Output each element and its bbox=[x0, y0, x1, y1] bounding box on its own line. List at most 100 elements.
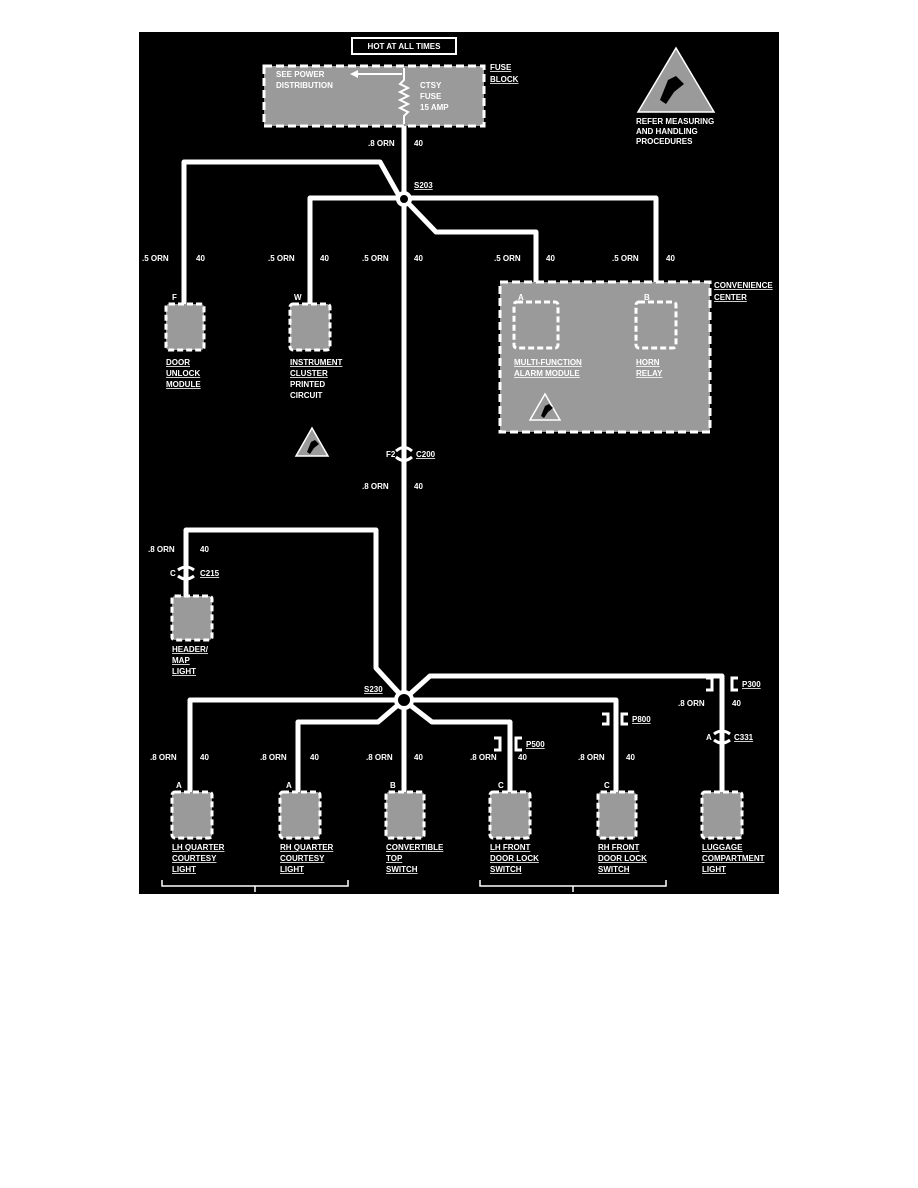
header-map-light bbox=[170, 594, 214, 642]
wire-circuit-header: 40 bbox=[200, 545, 209, 554]
horn-label-1: HORN bbox=[636, 358, 660, 367]
wire-circuit-lh-quarter: 40 bbox=[200, 753, 209, 762]
connector-c331-label: C331 bbox=[734, 733, 754, 742]
multi-function-alarm-module bbox=[512, 300, 560, 350]
splice-s230 bbox=[394, 690, 414, 710]
see-power-label: SEE POWER bbox=[276, 70, 325, 79]
wire-gauge-main-top: .8 ORN bbox=[368, 139, 395, 148]
luggage-label-3: LIGHT bbox=[702, 865, 726, 874]
convertible-label-3: SWITCH bbox=[386, 865, 418, 874]
connector-c331-upper bbox=[713, 729, 731, 736]
wire-circuit-main-lower: 40 bbox=[414, 482, 423, 491]
convertible-label-2: TOP bbox=[386, 854, 403, 863]
wire-gauge-main-mid: .5 ORN bbox=[362, 254, 389, 263]
connector-p800-left bbox=[602, 712, 610, 726]
splice-s203 bbox=[396, 191, 412, 207]
connector-c331-pin: A bbox=[706, 733, 712, 742]
rh-front-door-lock-switch bbox=[596, 790, 638, 840]
splice-s203-label: S203 bbox=[414, 181, 433, 190]
wire-gauge-main-lower: .8 ORN bbox=[362, 482, 389, 491]
wire-circuit-main-mid: 40 bbox=[414, 254, 423, 263]
wire-horn-relay bbox=[408, 195, 659, 303]
wire-gauge-rh-quarter: .8 ORN bbox=[260, 753, 287, 762]
convertible-top-switch bbox=[384, 790, 426, 840]
connector-p300-label: P300 bbox=[742, 680, 761, 689]
hot-at-all-times-box bbox=[351, 37, 457, 55]
wire-gauge-lh-front: .8 ORN bbox=[470, 753, 497, 762]
connector-c200-lower bbox=[395, 455, 413, 462]
wire-gauge-mfa: .5 ORN bbox=[494, 254, 521, 263]
wire-circuit-convertible: 40 bbox=[414, 753, 423, 762]
esd-hand-symbol bbox=[660, 76, 684, 104]
rh-front-label-2: DOOR LOCK bbox=[598, 854, 647, 863]
luggage-compartment-light bbox=[700, 790, 744, 840]
splice-s230-label: S230 bbox=[364, 685, 383, 694]
esd-note-line1: REFER MEASURING bbox=[636, 117, 714, 126]
instrument-label-3: PRINTED bbox=[290, 380, 325, 389]
rh-quarter-label-3: LIGHT bbox=[280, 865, 304, 874]
door-unlock-label-2: UNLOCK bbox=[166, 369, 200, 378]
header-light-label-2: MAP bbox=[172, 656, 190, 665]
door-unlock-label-1: DOOR bbox=[166, 358, 190, 367]
lh-quarter-label-3: LIGHT bbox=[172, 865, 196, 874]
header-light-label-1: HEADER/ bbox=[172, 645, 209, 654]
wire-gauge-rh-front: .8 ORN bbox=[578, 753, 605, 762]
bracket-door-lock-switches bbox=[479, 880, 667, 892]
lh-quarter-courtesy-light bbox=[170, 790, 214, 840]
fuse-symbol bbox=[397, 68, 411, 124]
connector-c200-label: C200 bbox=[416, 450, 436, 459]
convenience-center-title: CONVENIENCE bbox=[714, 281, 773, 290]
pin-rh-front: C bbox=[604, 781, 610, 790]
connector-c215-lower bbox=[177, 574, 195, 581]
distribution-label: DISTRIBUTION bbox=[276, 81, 333, 90]
pin-instrument: W bbox=[294, 293, 302, 302]
wire-lh-quarter bbox=[187, 697, 400, 795]
wire-circuit-lh-front: 40 bbox=[518, 753, 527, 762]
rh-quarter-label-1: RH QUARTER bbox=[280, 843, 334, 852]
lh-quarter-label-2: COURTESY bbox=[172, 854, 217, 863]
esd-hand-symbol-cluster bbox=[307, 440, 319, 454]
pin-lh-quarter: A bbox=[176, 781, 182, 790]
fuse-block-box bbox=[262, 64, 486, 128]
power-distribution-arrowhead bbox=[350, 70, 358, 78]
wire-luggage bbox=[406, 673, 725, 795]
wire-rh-quarter bbox=[295, 701, 402, 795]
header-light-label-3: LIGHT bbox=[172, 667, 196, 676]
wire-gauge-lh-quarter: .8 ORN bbox=[150, 753, 177, 762]
esd-hand-symbol-convenience bbox=[541, 404, 553, 418]
pin-convertible: B bbox=[390, 781, 396, 790]
mfa-label-2: ALARM MODULE bbox=[514, 369, 580, 378]
wire-instrument-cluster bbox=[307, 195, 400, 305]
horn-label-2: RELAY bbox=[636, 369, 663, 378]
pin-rh-quarter: A bbox=[286, 781, 292, 790]
connector-p300-left bbox=[706, 676, 714, 692]
wire-door-unlock bbox=[181, 159, 402, 305]
lh-front-label-2: DOOR LOCK bbox=[490, 854, 539, 863]
wire-multi-function-alarm bbox=[405, 200, 539, 303]
door-unlock-label-3: MODULE bbox=[166, 380, 201, 389]
wire-circuit-main-top: 40 bbox=[414, 139, 423, 148]
wire-circuit-luggage: 40 bbox=[732, 699, 741, 708]
mfa-label-1: MULTI-FUNCTION bbox=[514, 358, 582, 367]
door-unlock-module bbox=[164, 302, 206, 352]
lh-front-door-lock-switch bbox=[488, 790, 532, 840]
connector-p500-left bbox=[494, 736, 502, 752]
lh-front-label-3: SWITCH bbox=[490, 865, 522, 874]
lh-quarter-label-1: LH QUARTER bbox=[172, 843, 225, 852]
connector-c200-pin: F2 bbox=[386, 450, 396, 459]
luggage-label-2: COMPARTMENT bbox=[702, 854, 765, 863]
pin-lh-front: C bbox=[498, 781, 504, 790]
wire-circuit-instrument: 40 bbox=[320, 254, 329, 263]
rh-quarter-courtesy-light bbox=[278, 790, 322, 840]
esd-note-line2: AND HANDLING bbox=[636, 127, 698, 136]
pin-mfa: A bbox=[518, 293, 524, 302]
convenience-center-title-2: CENTER bbox=[714, 293, 747, 302]
rh-front-label-1: RH FRONT bbox=[598, 843, 639, 852]
wire-header-light bbox=[183, 527, 402, 696]
fuse-rating: 15 AMP bbox=[420, 103, 449, 112]
pin-horn: B bbox=[644, 293, 650, 302]
rh-front-label-3: SWITCH bbox=[598, 865, 630, 874]
wire-lh-front-door bbox=[406, 701, 513, 795]
connector-c215-label: C215 bbox=[200, 569, 220, 578]
